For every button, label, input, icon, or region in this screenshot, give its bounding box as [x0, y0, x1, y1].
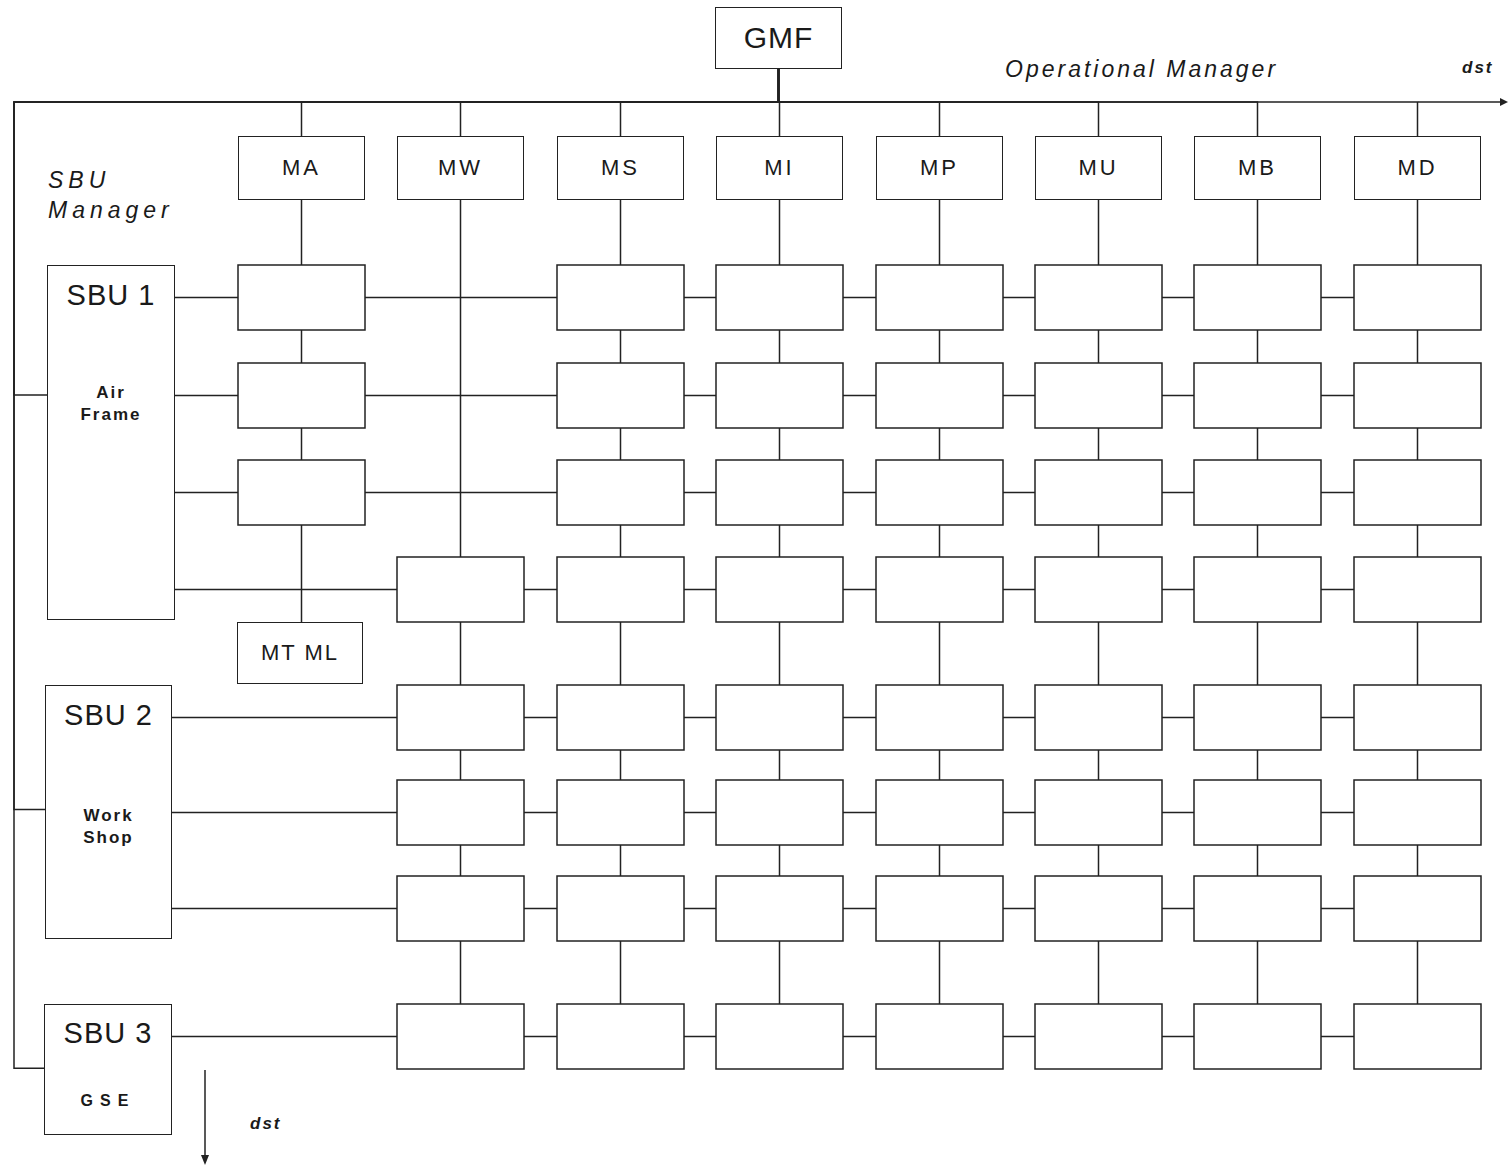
matrix-cell	[1035, 363, 1162, 428]
matrix-cell	[397, 876, 524, 941]
box-title: MS	[601, 151, 640, 185]
matrix-cell	[1194, 363, 1321, 428]
axis-title: SBU Manager	[48, 166, 183, 226]
box-title: MD	[1397, 151, 1437, 185]
matrix-cell	[397, 780, 524, 845]
box-subtitle: Work Shop	[74, 805, 144, 849]
matrix-cell	[397, 557, 524, 622]
matrix-cell	[716, 265, 843, 330]
matrix-cell	[238, 460, 365, 525]
continuation-note: dst	[250, 1113, 282, 1135]
matrix-cell	[557, 876, 684, 941]
matrix-cell	[716, 557, 843, 622]
matrix-cell	[876, 1004, 1003, 1069]
matrix-cell	[876, 780, 1003, 845]
matrix-cell	[1035, 780, 1162, 845]
matrix-cell	[716, 363, 843, 428]
manager-box: MS	[557, 136, 684, 200]
matrix-cell	[716, 780, 843, 845]
box-subtitle: GSE	[81, 1090, 136, 1112]
matrix-cell	[557, 685, 684, 750]
matrix-cell	[1354, 460, 1481, 525]
matrix-cell	[876, 265, 1003, 330]
sbu-box: SBU 3 GSE	[44, 1004, 172, 1135]
matrix-cell	[876, 685, 1003, 750]
matrix-cell	[1194, 1004, 1321, 1069]
matrix-cell	[876, 460, 1003, 525]
matrix-cell	[1354, 557, 1481, 622]
axis-title: Operational Manager	[1005, 55, 1278, 85]
box-title: SBU 2	[64, 698, 153, 732]
matrix-cell	[1194, 876, 1321, 941]
matrix-cell	[557, 1004, 684, 1069]
manager-box: MW	[397, 136, 524, 200]
matrix-cell	[397, 685, 524, 750]
matrix-cell	[1354, 265, 1481, 330]
reporting-line	[14, 69, 779, 1068]
matrix-cell	[1035, 876, 1162, 941]
box-title: GMF	[744, 21, 814, 55]
matrix-cell	[1035, 557, 1162, 622]
matrix-cell	[1194, 460, 1321, 525]
manager-box: MT ML	[237, 622, 363, 684]
sbu-box: SBU 1 Air Frame	[47, 265, 175, 620]
box-title: MW	[438, 151, 483, 185]
matrix-cell	[557, 363, 684, 428]
matrix-cell	[557, 557, 684, 622]
matrix-cell	[1354, 685, 1481, 750]
manager-box: MP	[876, 136, 1003, 200]
matrix-cell	[876, 363, 1003, 428]
manager-box: MI	[716, 136, 843, 200]
manager-box: MA	[238, 136, 365, 200]
matrix-cell	[876, 557, 1003, 622]
matrix-cell	[1035, 685, 1162, 750]
matrix-cell	[716, 1004, 843, 1069]
root-box: GMF	[715, 7, 842, 69]
matrix-cell	[1194, 780, 1321, 845]
matrix-cell	[716, 685, 843, 750]
box-title: MA	[282, 151, 321, 185]
matrix-cell	[1035, 460, 1162, 525]
matrix-cell	[1194, 265, 1321, 330]
matrix-cell	[716, 460, 843, 525]
matrix-cell	[1354, 780, 1481, 845]
matrix-cell	[1194, 685, 1321, 750]
matrix-cell	[397, 1004, 524, 1069]
matrix-cell	[238, 265, 365, 330]
bus-arrowhead	[1500, 98, 1508, 106]
matrix-cell	[1354, 876, 1481, 941]
matrix-cell	[1354, 1004, 1481, 1069]
box-title: SBU 1	[67, 278, 156, 312]
manager-box: MB	[1194, 136, 1321, 200]
matrix-cell	[557, 780, 684, 845]
box-title: MU	[1078, 151, 1118, 185]
box-subtitle: Air Frame	[76, 382, 146, 426]
matrix-cell	[557, 265, 684, 330]
manager-box: MD	[1354, 136, 1481, 200]
matrix-cell	[1035, 265, 1162, 330]
box-title: MB	[1238, 151, 1277, 185]
box-title: MP	[920, 151, 959, 185]
bus-extension	[1418, 101, 1500, 103]
continue-arrowhead	[201, 1155, 209, 1165]
sbu-box: SBU 2 Work Shop	[45, 685, 172, 939]
box-title: MI	[764, 151, 794, 185]
box-title: SBU 3	[64, 1016, 153, 1050]
matrix-cell	[238, 363, 365, 428]
matrix-cell	[876, 876, 1003, 941]
box-title: MT ML	[261, 636, 339, 670]
matrix-cell	[716, 876, 843, 941]
matrix-cell	[1354, 363, 1481, 428]
matrix-cell	[1194, 557, 1321, 622]
continue-arrow	[204, 1070, 206, 1156]
manager-box: MU	[1035, 136, 1162, 200]
matrix-cell	[1035, 1004, 1162, 1069]
continuation-note: dst	[1462, 57, 1494, 79]
matrix-cell	[557, 460, 684, 525]
